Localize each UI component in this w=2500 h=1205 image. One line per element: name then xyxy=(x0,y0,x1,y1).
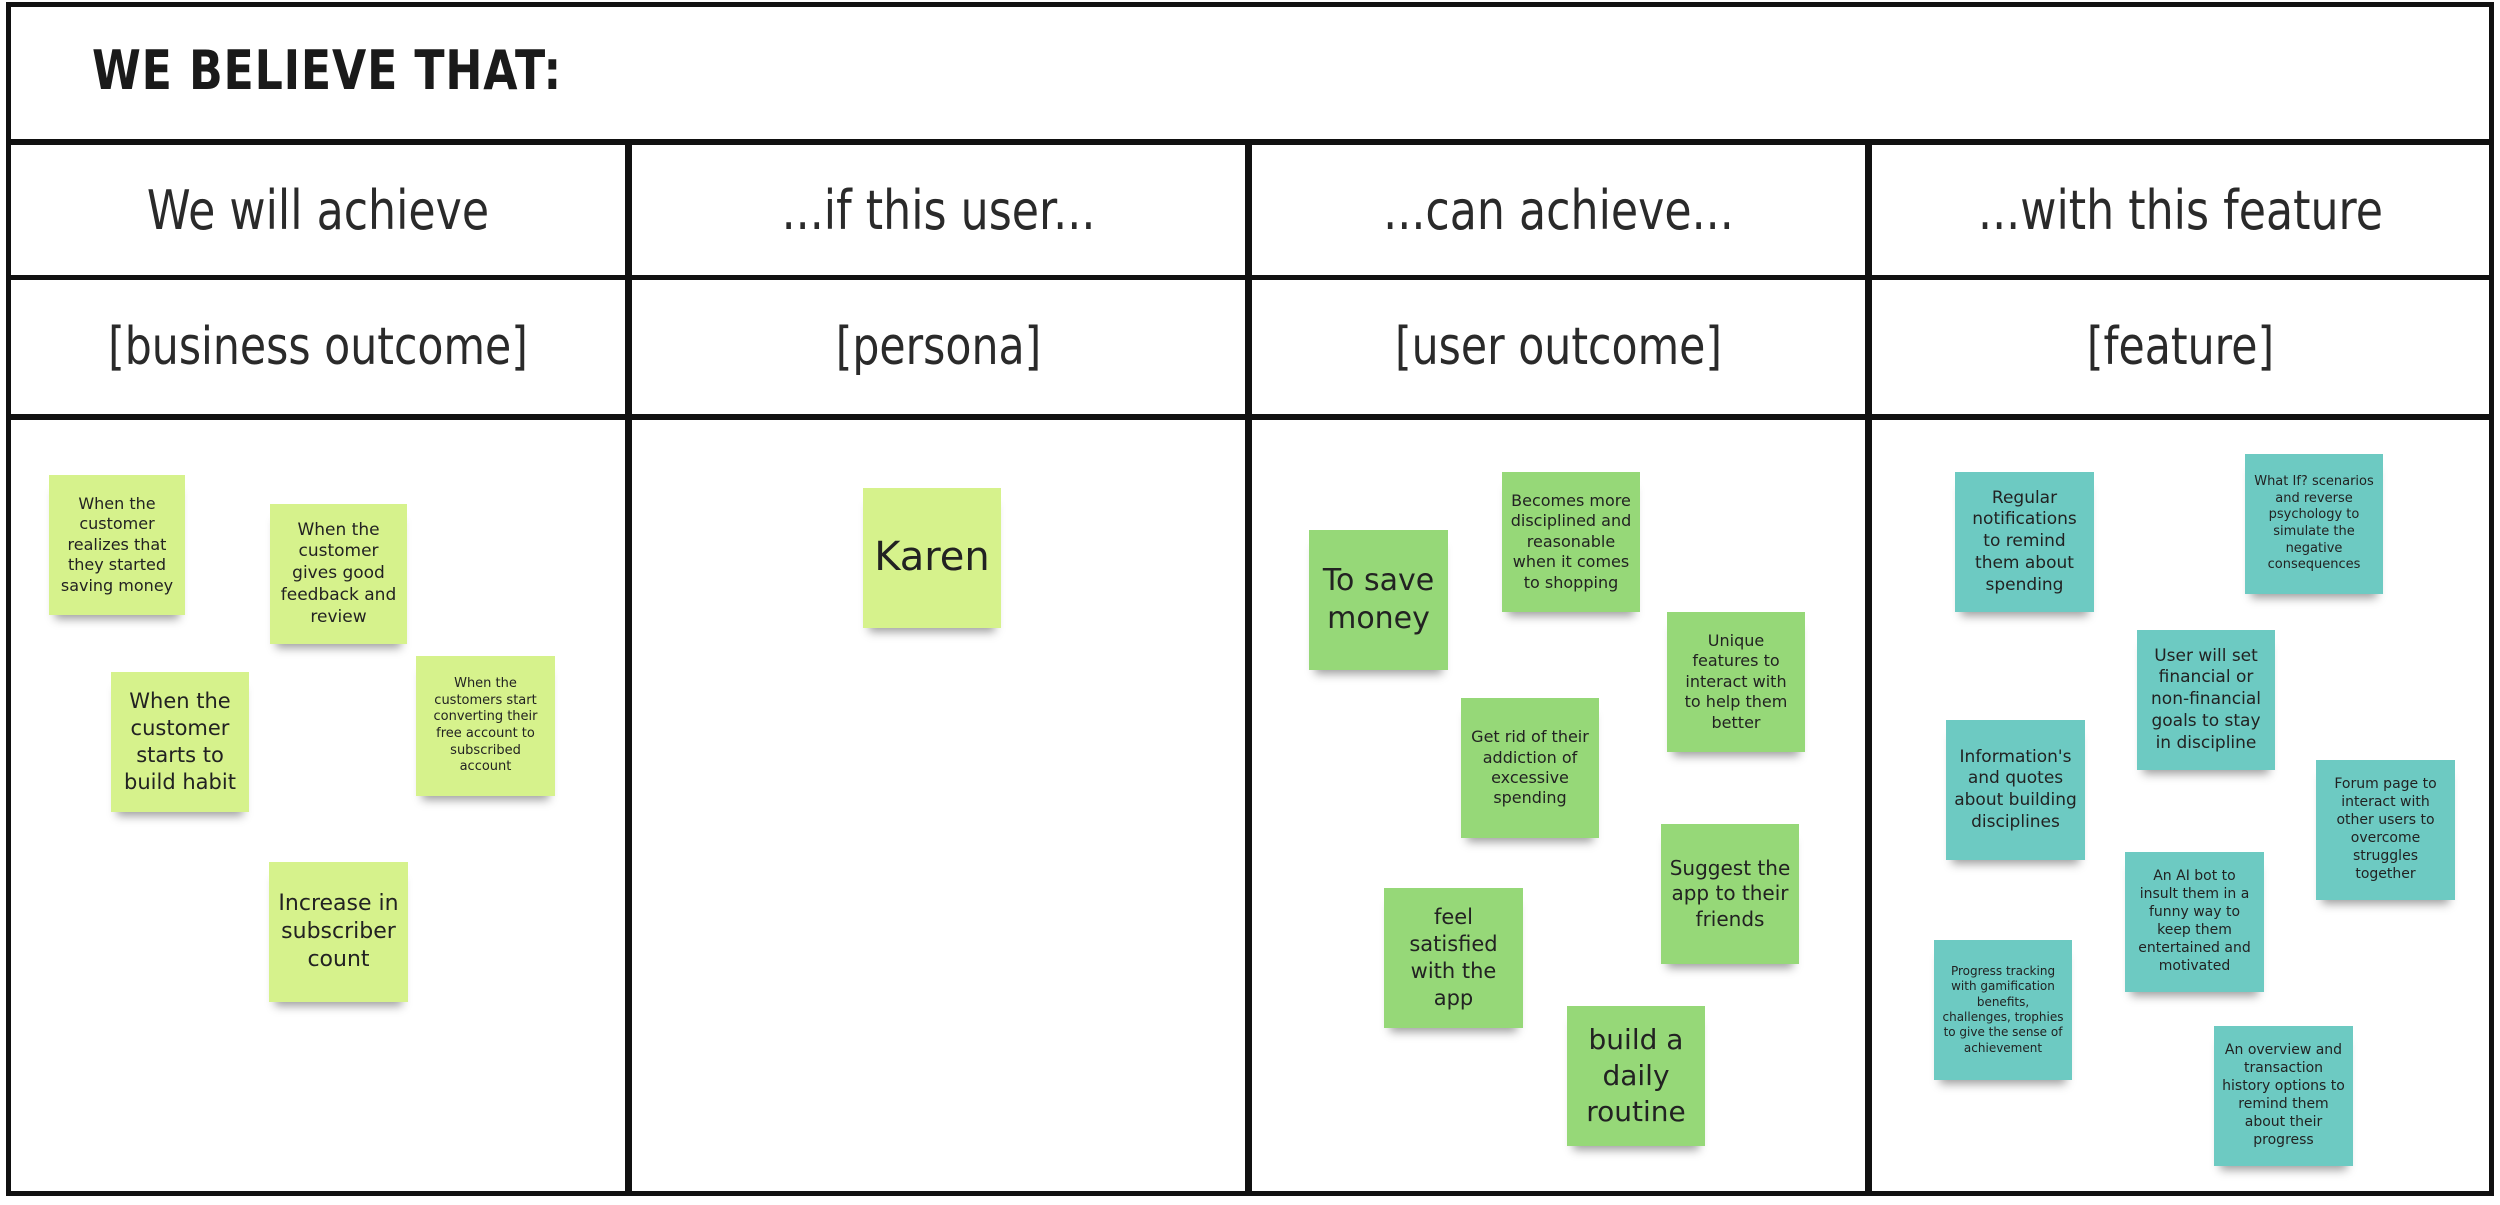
sticky-note-feature[interactable]: An AI bot to insult them in a funny way … xyxy=(2125,852,2264,992)
sticky-note-user-outcome[interactable]: Get rid of their addiction of excessive … xyxy=(1461,698,1599,838)
column-divider-2 xyxy=(1245,139,1252,1196)
sticky-note-user-outcome[interactable]: To save money xyxy=(1309,530,1448,670)
sticky-note-feature[interactable]: User will set financial or non-financial… xyxy=(2137,630,2275,770)
sticky-note-business[interactable]: When the customer starts to build habit xyxy=(111,672,249,812)
sticky-note-business[interactable]: When the customers start converting thei… xyxy=(416,656,555,796)
column-header-feature: ...with this feature xyxy=(1977,178,2383,242)
sticky-note-feature[interactable]: An overview and transaction history opti… xyxy=(2214,1026,2353,1166)
sticky-note-feature[interactable]: Regular notifications to remind them abo… xyxy=(1955,472,2094,612)
column-divider-1 xyxy=(625,139,632,1196)
placeholder-user-outcome: [user outcome] xyxy=(1395,317,1722,377)
sticky-note-user-outcome[interactable]: feel satisfied with the app xyxy=(1384,888,1523,1028)
column-divider-3 xyxy=(1865,139,1872,1196)
sticky-note-business[interactable]: When the customer gives good feedback an… xyxy=(270,504,407,644)
placeholder-persona: [persona] xyxy=(835,317,1042,377)
sticky-note-persona[interactable]: Karen xyxy=(863,488,1001,628)
sticky-note-feature[interactable]: Progress tracking with gamification bene… xyxy=(1934,940,2072,1080)
sticky-note-feature[interactable]: Information's and quotes about building … xyxy=(1946,720,2085,860)
sticky-note-user-outcome[interactable]: Unique features to interact with to help… xyxy=(1667,612,1805,752)
sticky-note-user-outcome[interactable]: Suggest the app to their friends xyxy=(1661,824,1799,964)
sticky-note-business[interactable]: When the customer realizes that they sta… xyxy=(49,475,185,615)
placeholder-feature: [feature] xyxy=(2086,317,2275,377)
border-right xyxy=(2489,2,2494,1196)
sticky-note-feature[interactable]: What If? scenarios and reverse psycholog… xyxy=(2245,454,2383,594)
column-header-persona: ...if this user... xyxy=(781,178,1096,242)
column-header-business: We will achieve xyxy=(146,178,490,242)
sticky-note-user-outcome[interactable]: Becomes more disciplined and reasonable … xyxy=(1502,472,1640,612)
sticky-note-feature[interactable]: Forum page to interact with other users … xyxy=(2316,760,2455,900)
border-top xyxy=(6,2,2494,7)
sticky-note-business[interactable]: Increase in subscriber count xyxy=(269,862,408,1002)
board-title: WE BELIEVE THAT: xyxy=(92,38,563,102)
sticky-note-user-outcome[interactable]: build a daily routine xyxy=(1567,1006,1705,1146)
placeholder-business-outcome: [business outcome] xyxy=(108,317,528,377)
column-header-user-outcome: ...can achieve... xyxy=(1383,178,1734,242)
border-left xyxy=(6,2,11,1196)
